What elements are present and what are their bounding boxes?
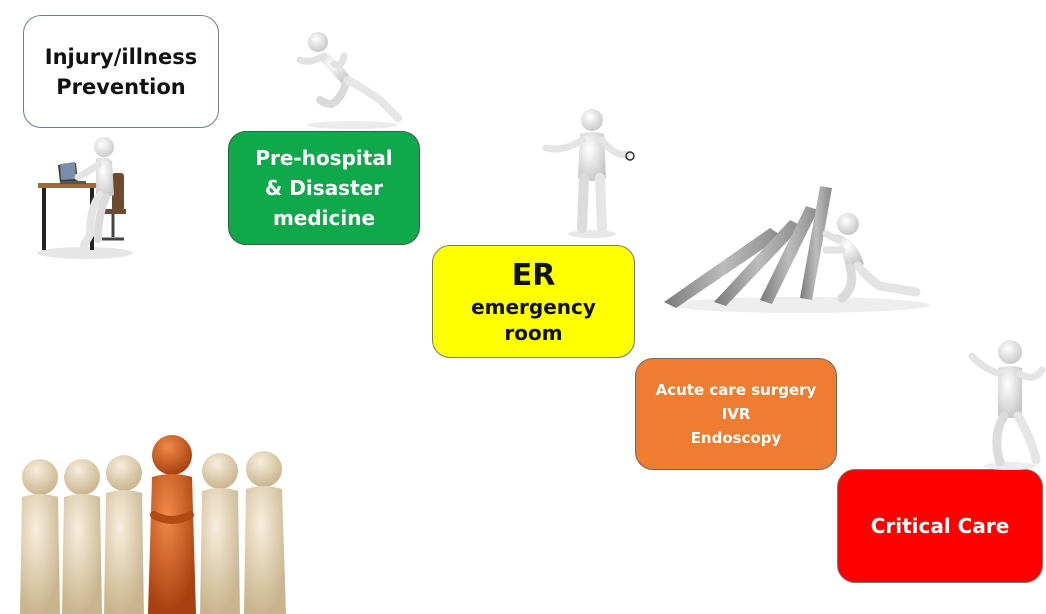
- stage-label-line: & Disaster: [264, 176, 384, 200]
- stage-box-prehospital: Pre-hospital & Disaster medicine: [228, 131, 420, 245]
- stage-label-line: room: [504, 320, 563, 345]
- pushing-dominoes-figure: [664, 186, 930, 313]
- team-with-leader-figures: [20, 435, 286, 614]
- stage-label-line: Prevention: [56, 74, 186, 99]
- stage-box-er: ER emergency room: [432, 245, 635, 358]
- stage-label-line: ER: [511, 257, 556, 293]
- stage-label-line: Pre-hospital: [255, 146, 393, 170]
- stage-box-prevention: Injury/illness Prevention: [23, 15, 219, 128]
- stage-label-line: medicine: [272, 206, 376, 230]
- desk-worker-figure: [37, 137, 133, 259]
- stage-label-line: IVR: [721, 405, 751, 423]
- stage-label-line: emergency: [471, 294, 596, 319]
- stage-label-line: Acute care surgery: [655, 381, 817, 399]
- stage-label-line: Critical Care: [870, 514, 1010, 538]
- celebrating-figure: [968, 340, 1046, 470]
- stage-label-line: Injury/illness: [44, 44, 198, 69]
- running-figure: [296, 32, 402, 129]
- stage-box-acute-care: Acute care surgery IVR Endoscopy: [635, 358, 837, 470]
- stage-box-critical-care: Critical Care: [837, 469, 1043, 583]
- shrugging-figure: [542, 109, 635, 238]
- stage-label-line: Endoscopy: [690, 429, 782, 447]
